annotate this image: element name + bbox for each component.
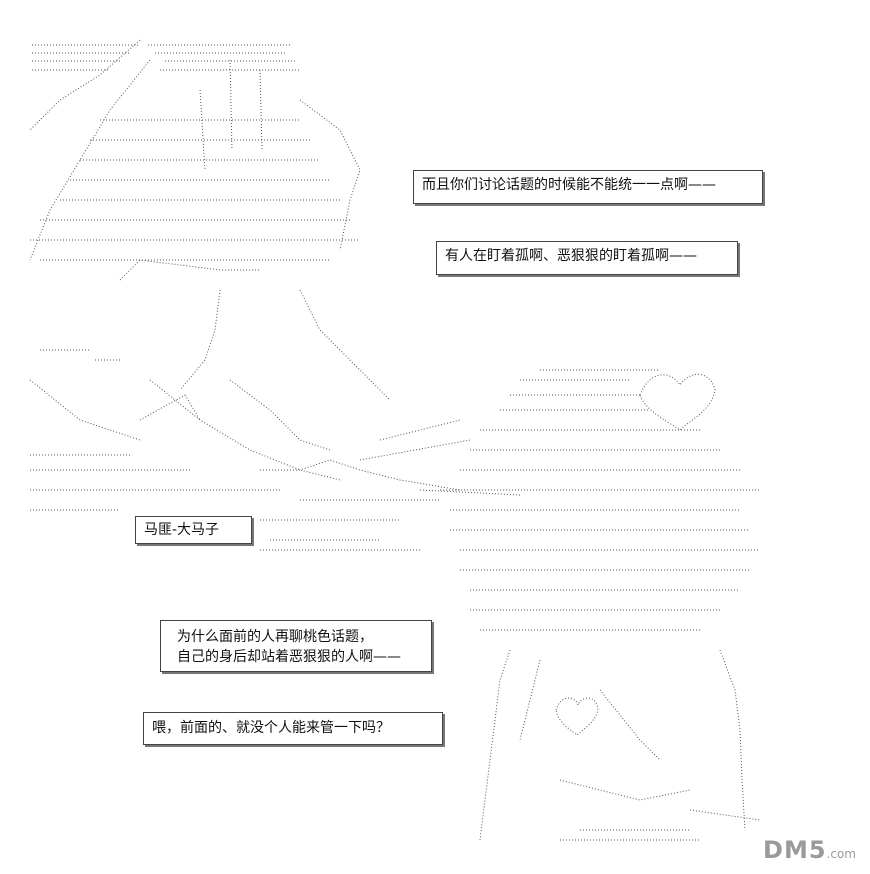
- site-watermark: DM5.com: [763, 836, 856, 864]
- caption-box-3: 马匪-大马子: [135, 516, 252, 544]
- caption-text: 有人在盯着孤啊、恶狠狠的盯着孤啊——: [445, 248, 697, 264]
- caption-box-4: 为什么面前的人再聊桃色话题， 自己的身后却站着恶狠狠的人啊——: [160, 620, 432, 672]
- caption-box-2: 有人在盯着孤啊、恶狠狠的盯着孤啊——: [436, 241, 738, 275]
- watermark-domain: .com: [826, 847, 856, 861]
- caption-box-5: 喂，前面的、就没个人能来管一下吗？: [143, 712, 443, 745]
- watermark-brand: DM5: [763, 836, 827, 864]
- caption-text-line-2: 自己的身后却站着恶狠狠的人啊——: [177, 649, 401, 665]
- caption-text: 马匪-大马子: [144, 522, 220, 538]
- caption-text: 而且你们讨论话题的时候能不能统一一点啊——: [422, 177, 716, 193]
- caption-text: 喂，前面的、就没个人能来管一下吗？: [152, 720, 390, 736]
- caption-box-1: 而且你们讨论话题的时候能不能统一一点啊——: [413, 170, 763, 204]
- caption-text-line-1: 为什么面前的人再聊桃色话题，: [177, 629, 373, 645]
